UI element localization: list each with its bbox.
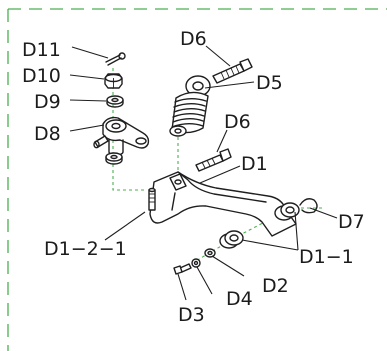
part-d5-shock-absorber — [169, 75, 211, 137]
part-d8-knuckle — [93, 116, 150, 156]
label-d11: D11 — [22, 39, 61, 61]
frame-border — [7, 8, 387, 351]
label-d5: D5 — [256, 72, 283, 94]
part-d3-bolt — [173, 263, 192, 275]
part-d1-1-upper-bushing — [274, 202, 300, 221]
label-d8: D8 — [34, 123, 61, 145]
part-d1-1-lower-bushing — [219, 230, 244, 249]
label-d4: D4 — [226, 288, 253, 310]
part-d8-lower-washer — [105, 152, 123, 165]
part-d6-mid-bolt — [195, 148, 232, 172]
leader-lines — [69, 45, 338, 301]
part-d2-washer — [204, 248, 216, 258]
part-d9-washer — [106, 95, 124, 108]
label-d7: D7 — [338, 211, 365, 233]
part-d7-clip — [299, 198, 318, 214]
label-d9: D9 — [34, 91, 61, 113]
callout-labels: D11 D10 D9 D8 D6 D5 D6 D1 D1−2−1 D7 D1−1… — [22, 28, 365, 326]
label-d6-mid: D6 — [224, 111, 251, 133]
label-d1: D1 — [241, 153, 268, 175]
label-d10: D10 — [22, 65, 61, 87]
part-d11-pin — [105, 52, 126, 66]
part-d10-nut — [104, 73, 123, 89]
label-d2: D2 — [262, 275, 289, 297]
label-d3: D3 — [178, 304, 205, 326]
label-d1-1: D1−1 — [299, 246, 354, 268]
label-d1-2-1: D1−2−1 — [44, 238, 127, 260]
part-d1-control-arm — [149, 171, 297, 237]
part-d1-2-1-kingpin — [148, 187, 156, 211]
label-d6-top: D6 — [180, 28, 207, 50]
assembly-path-lines — [112, 68, 322, 263]
part-d4-nut — [191, 258, 201, 268]
part-d6-top-bolt — [212, 58, 253, 84]
